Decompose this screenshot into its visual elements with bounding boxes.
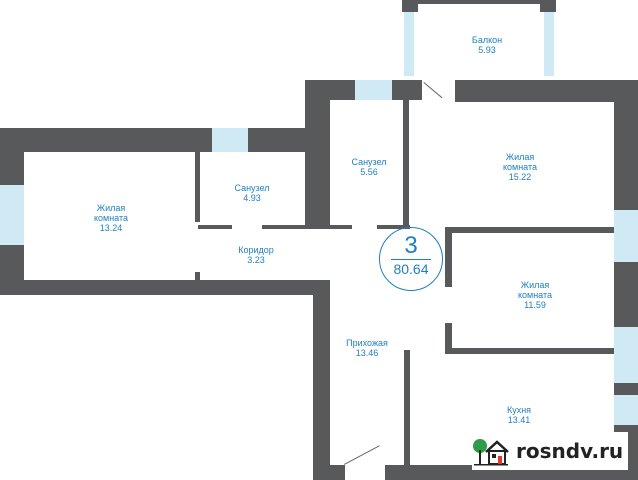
wall — [404, 350, 410, 468]
window — [614, 327, 638, 383]
wall — [402, 0, 418, 12]
wall — [195, 152, 200, 222]
wall — [313, 280, 330, 480]
divider — [391, 259, 431, 260]
wall — [198, 225, 232, 229]
window — [0, 185, 24, 245]
window — [614, 395, 638, 425]
wall — [195, 272, 200, 282]
wall — [614, 100, 638, 210]
apartment-badge: 3 80.64 — [379, 227, 443, 291]
wall — [305, 80, 330, 228]
wall — [403, 100, 409, 228]
wall — [540, 0, 556, 12]
wall — [455, 80, 638, 102]
balcony-door — [423, 82, 443, 99]
wall — [445, 227, 452, 287]
window — [614, 210, 638, 262]
wall — [262, 225, 330, 229]
wall — [445, 227, 614, 233]
wall — [614, 262, 638, 327]
window — [544, 12, 554, 76]
window — [355, 80, 392, 100]
window — [212, 128, 248, 152]
entrance-door — [344, 445, 380, 465]
wall — [418, 0, 540, 4]
wall — [0, 280, 330, 295]
watermark-logo: rosndv.ru — [472, 432, 628, 470]
wall — [0, 128, 24, 185]
wall — [313, 465, 345, 480]
total-area: 80.64 — [393, 261, 429, 277]
watermark-text: rosndv.ru — [516, 439, 624, 463]
wall — [445, 323, 452, 353]
window — [404, 12, 414, 76]
wall — [377, 225, 410, 229]
wall — [392, 80, 422, 100]
wall — [445, 348, 614, 354]
wall — [330, 225, 352, 229]
rooms-count: 3 — [404, 232, 418, 259]
house-tree-icon — [473, 439, 509, 466]
wall — [0, 128, 212, 152]
